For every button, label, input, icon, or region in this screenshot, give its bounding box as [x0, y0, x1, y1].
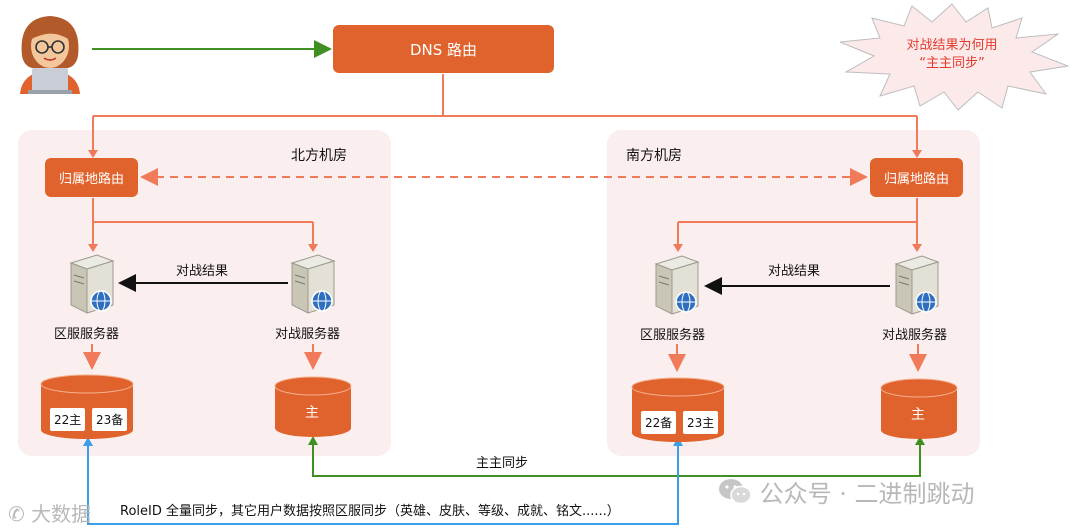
south-router-label: 归属地路由	[883, 172, 949, 187]
burst-shape	[839, 3, 1070, 111]
south-region-server-icon	[652, 254, 702, 316]
north-region-db: 22主 23备	[40, 374, 134, 440]
dns-router-box: DNS 路由	[333, 25, 554, 73]
north-battle-server-icon	[288, 253, 338, 315]
watermark-left-text: 大数据	[31, 502, 92, 526]
north-region-server-label: 区服服务器	[54, 327, 120, 342]
north-battle-server-label: 对战服务器	[275, 327, 341, 342]
north-battle-db-label: 主	[305, 405, 319, 421]
north-db-tag-1: 22主	[50, 408, 86, 431]
south-battle-db: 主	[880, 378, 958, 440]
dns-label: DNS 路由	[409, 40, 478, 59]
south-router-branches	[677, 198, 918, 246]
south-region-server-label: 区服服务器	[640, 328, 706, 343]
north-region-server-icon	[67, 253, 117, 315]
north-room-title: 北方机房	[291, 148, 347, 164]
dns-to-routers	[92, 74, 918, 152]
watermark-left: ✆ 大数据	[8, 498, 91, 527]
south-battle-result-label: 对战结果	[768, 264, 821, 279]
north-router-box: 归属地路由	[45, 158, 138, 197]
south-region-db: 22备 23主	[631, 377, 725, 443]
callout-line-2: “主主同步”	[919, 56, 985, 71]
north-battle-result-label: 对战结果	[176, 264, 229, 279]
watermark-right: 公众号 · 二进制跳动	[718, 474, 975, 512]
wechat-icon	[718, 478, 752, 512]
north-router-label: 归属地路由	[58, 172, 124, 187]
roleid-sync-label: RoleID 全量同步，其它用户数据按照区服同步（英雄、皮肤、等级、成就、铭文.…	[120, 504, 620, 519]
south-battle-server-icon	[892, 254, 942, 316]
watermark-right-text: 公众号 · 二进制跳动	[759, 480, 975, 508]
north-router-branches	[92, 198, 314, 246]
south-room-title: 南方机房	[626, 148, 682, 164]
south-db-tag-1: 22备	[641, 411, 677, 434]
user-avatar-icon	[20, 16, 80, 94]
north-battle-db: 主	[274, 376, 352, 438]
roleid-sync-line	[87, 441, 679, 525]
master-master-sync-line	[312, 441, 921, 477]
south-router-box: 归属地路由	[870, 158, 963, 197]
master-master-sync-label: 主主同步	[476, 456, 529, 471]
user-avatar	[10, 6, 90, 94]
callout-burst: 对战结果为何用 “主主同步”	[832, 0, 1072, 112]
south-db-tag-2: 23主	[683, 411, 719, 434]
north-db-tag-2: 23备	[92, 408, 128, 431]
south-battle-db-label: 主	[911, 407, 925, 423]
south-battle-server-label: 对战服务器	[882, 328, 948, 343]
callout-line-1: 对战结果为何用	[906, 38, 998, 53]
watermark-left-icon: ✆	[8, 502, 25, 526]
